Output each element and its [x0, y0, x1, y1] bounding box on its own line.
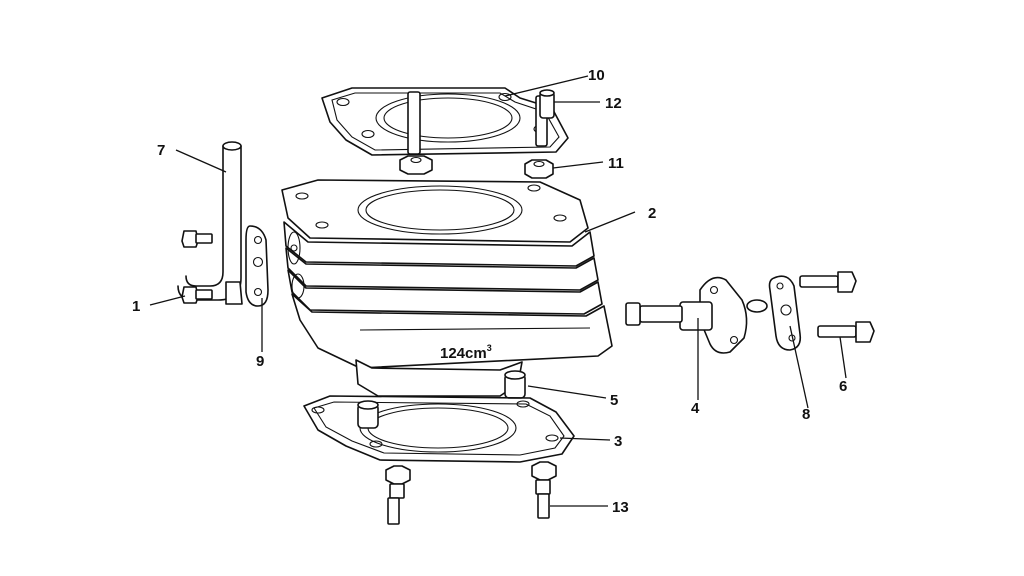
callout-13: 13 [612, 499, 629, 516]
part-13-studs [385, 461, 557, 525]
callout-3: 3 [614, 433, 622, 450]
head-gasket-studs [407, 91, 548, 155]
leader-lines [149, 75, 847, 507]
part-5-dowel [504, 370, 526, 399]
callout-1: 1 [132, 298, 140, 315]
part-2-cylinder-block: 124cm3 [281, 179, 613, 397]
part-12-dowel-pin [539, 89, 555, 119]
callout-8: 8 [802, 406, 810, 423]
callout-4: 4 [691, 400, 700, 417]
callout-7: 7 [157, 142, 165, 159]
part-1-bolts [181, 230, 213, 304]
callout-9: 9 [256, 353, 264, 370]
cylinder-stamp: 124cm3 [440, 343, 492, 362]
part-3-base-gasket [303, 395, 575, 463]
part-11-nuts [399, 155, 554, 179]
part-6-bolts [799, 271, 875, 343]
callout-6: 6 [839, 378, 847, 395]
callout-2: 2 [648, 205, 656, 222]
callout-11: 11 [608, 155, 624, 172]
part-4-tensioner [625, 276, 768, 354]
callout-12: 12 [605, 95, 622, 112]
part-8-gasket [768, 275, 802, 351]
callout-10: 10 [588, 67, 605, 84]
part-9-gasket [245, 225, 269, 307]
callout-5: 5 [610, 392, 618, 409]
part-10-head-gasket [321, 87, 569, 156]
part-7-pipe [177, 141, 243, 305]
callout-labels: 1 2 3 4 5 6 7 8 9 10 11 12 13 [132, 67, 847, 516]
